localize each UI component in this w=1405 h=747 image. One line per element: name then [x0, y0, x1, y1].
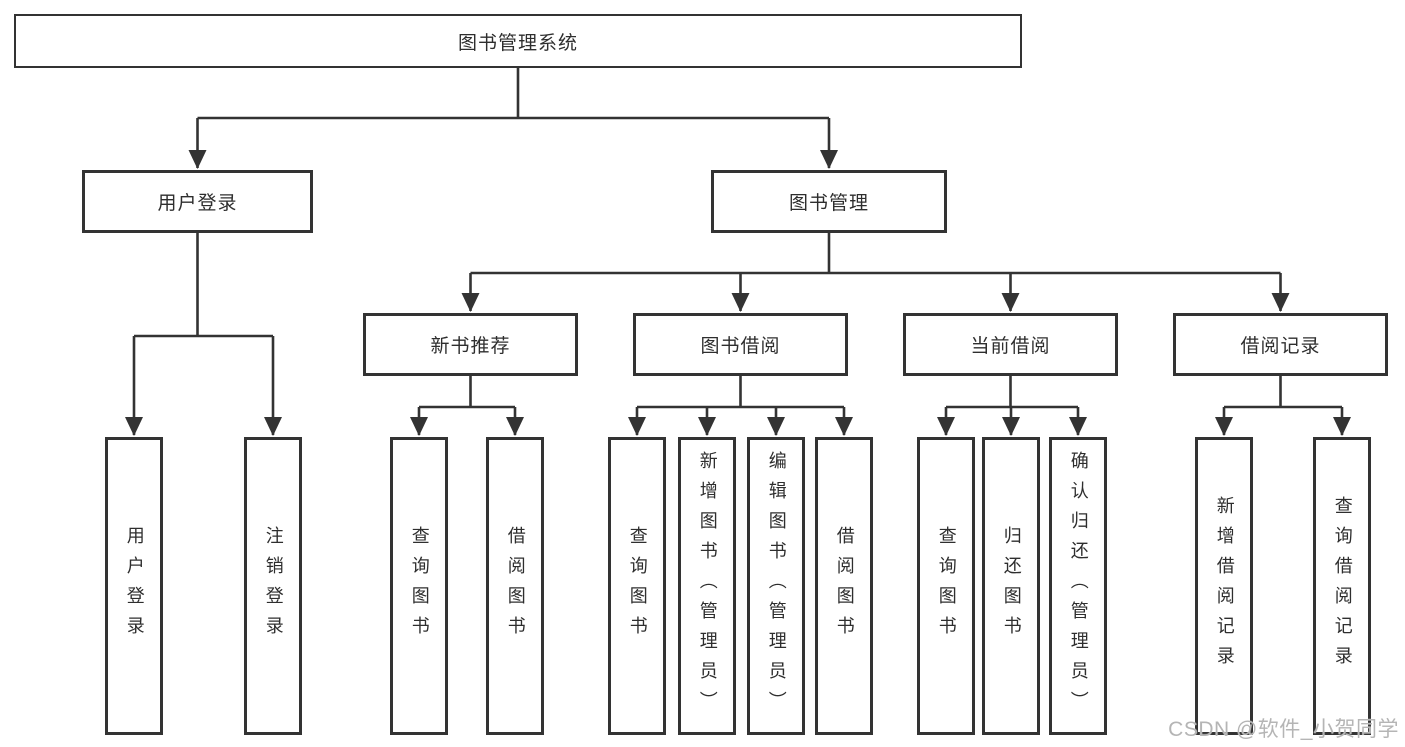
- leaf-borrow-books-recommend: 借阅图书: [486, 437, 544, 735]
- leaf-label: 归还图书: [1001, 526, 1022, 646]
- node-current-borrow: 当前借阅: [903, 313, 1118, 376]
- leaf-label: 注销登录: [263, 526, 284, 646]
- node-root-library-system: 图书管理系统: [14, 14, 1022, 68]
- node-book-borrow: 图书借阅: [633, 313, 848, 376]
- leaf-label: 查询图书: [409, 526, 430, 646]
- leaf-edit-book-admin: 编辑图书（管理员）: [747, 437, 805, 735]
- leaf-add-book-admin: 新增图书（管理员）: [678, 437, 736, 735]
- leaf-add-borrow-record: 新增借阅记录: [1195, 437, 1253, 735]
- leaf-label: 编辑图书（管理员）: [766, 451, 787, 721]
- node-label: 图书管理: [788, 193, 869, 214]
- csdn-watermark: CSDN @软件_小贺同学: [1168, 718, 1399, 741]
- leaf-user-login: 用户登录: [105, 437, 163, 735]
- node-book-management: 图书管理: [711, 170, 947, 233]
- leaf-label: 借阅图书: [834, 526, 855, 646]
- node-label: 当前借阅: [970, 336, 1051, 357]
- node-label: 新书推荐: [430, 336, 511, 357]
- leaf-label: 确认归还（管理员）: [1068, 451, 1089, 721]
- leaf-label: 新增借阅记录: [1214, 496, 1235, 676]
- node-label: 图书管理系统: [457, 32, 578, 54]
- node-user-login: 用户登录: [82, 170, 313, 233]
- leaf-label: 借阅图书: [505, 526, 526, 646]
- leaf-query-borrow-record: 查询借阅记录: [1313, 437, 1371, 735]
- leaf-query-books-current: 查询图书: [917, 437, 975, 735]
- leaf-label: 查询图书: [936, 526, 957, 646]
- leaf-query-books-recommend: 查询图书: [390, 437, 448, 735]
- leaf-label: 新增图书（管理员）: [697, 451, 718, 721]
- leaf-return-book: 归还图书: [982, 437, 1040, 735]
- node-label: 借阅记录: [1240, 336, 1321, 357]
- leaf-label: 查询图书: [627, 526, 648, 646]
- node-label: 图书借阅: [700, 336, 781, 357]
- leaf-logout: 注销登录: [244, 437, 302, 735]
- leaf-query-books-borrow: 查询图书: [608, 437, 666, 735]
- leaf-label: 用户登录: [124, 526, 145, 646]
- node-new-book-recommend: 新书推荐: [363, 313, 578, 376]
- node-borrow-records: 借阅记录: [1173, 313, 1388, 376]
- leaf-confirm-return-admin: 确认归还（管理员）: [1049, 437, 1107, 735]
- leaf-borrow-books: 借阅图书: [815, 437, 873, 735]
- node-label: 用户登录: [157, 193, 238, 214]
- leaf-label: 查询借阅记录: [1332, 496, 1353, 676]
